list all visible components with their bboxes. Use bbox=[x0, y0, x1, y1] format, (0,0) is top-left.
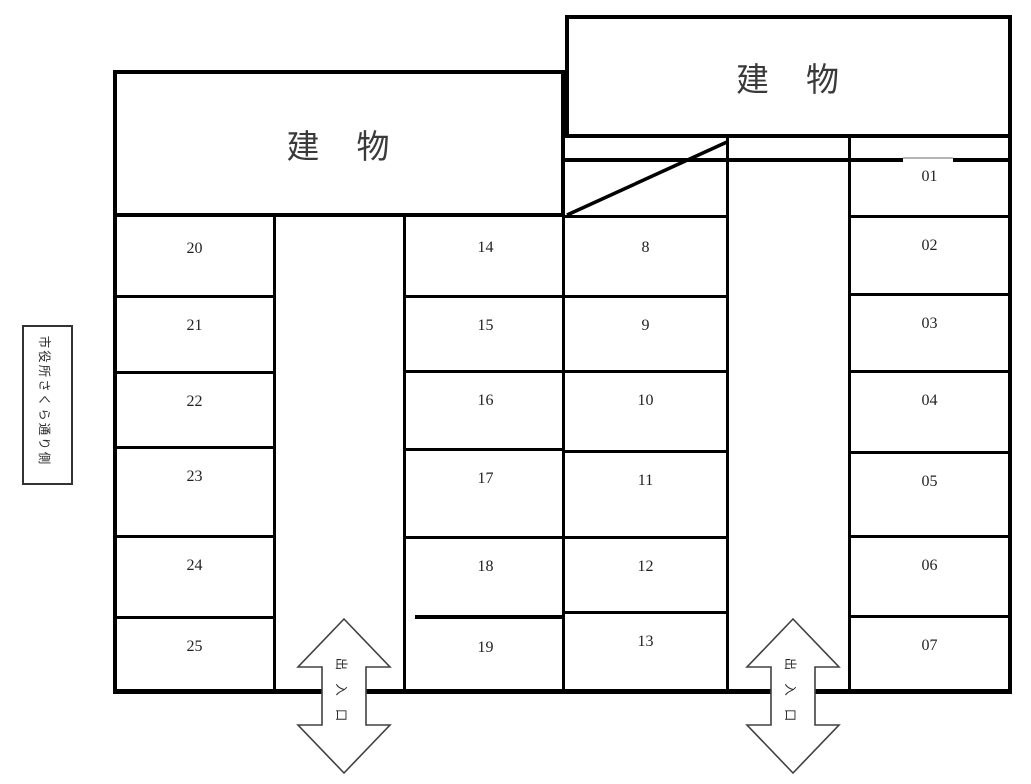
parking-space-24: 24 bbox=[186, 557, 203, 574]
parking-space-8: 8 bbox=[641, 239, 650, 256]
line bbox=[415, 615, 565, 619]
parking-space-11: 11 bbox=[637, 472, 654, 489]
street-side-label-box: 市役所さくら通り側 bbox=[22, 325, 73, 485]
line bbox=[953, 158, 1012, 162]
parking-space-02: 02 bbox=[921, 237, 938, 254]
line bbox=[113, 446, 276, 449]
line bbox=[848, 370, 1012, 373]
building-right: 建 物 bbox=[565, 15, 1012, 138]
parking-space-9: 9 bbox=[641, 317, 650, 334]
parking-space-15: 15 bbox=[477, 317, 494, 334]
parking-space-25: 25 bbox=[186, 638, 203, 655]
building-left: 建 物 bbox=[113, 70, 565, 217]
parking-space-13: 13 bbox=[637, 633, 654, 650]
line bbox=[565, 611, 729, 614]
parking-space-03: 03 bbox=[921, 315, 938, 332]
line bbox=[848, 615, 1012, 618]
parking-space-18: 18 bbox=[477, 558, 494, 575]
parking-space-16: 16 bbox=[477, 392, 494, 409]
building-right-label: 建 物 bbox=[736, 62, 841, 99]
line bbox=[113, 535, 276, 538]
line bbox=[565, 536, 729, 539]
diagonal-line bbox=[566, 140, 728, 217]
street-side-label: 市役所さくら通り側 bbox=[37, 335, 51, 467]
line bbox=[1008, 134, 1012, 694]
line bbox=[113, 616, 276, 619]
parking-space-19: 19 bbox=[477, 639, 494, 656]
line bbox=[403, 217, 406, 694]
line bbox=[403, 295, 565, 298]
entrance-label: 出入口 bbox=[334, 657, 348, 735]
parking-space-17: 17 bbox=[477, 470, 494, 487]
line bbox=[848, 535, 1012, 538]
line bbox=[113, 215, 117, 694]
building-left-label: 建 物 bbox=[286, 129, 392, 166]
line-gap bbox=[903, 157, 953, 159]
parking-space-05: 05 bbox=[921, 473, 938, 490]
parking-space-20: 20 bbox=[186, 240, 203, 257]
line bbox=[113, 295, 276, 298]
parking-space-23: 23 bbox=[186, 468, 203, 485]
line bbox=[565, 450, 729, 453]
line bbox=[848, 293, 1012, 296]
parking-space-06: 06 bbox=[921, 557, 938, 574]
line bbox=[273, 217, 276, 694]
entrance-label: 出入口 bbox=[783, 657, 797, 735]
parking-space-12: 12 bbox=[637, 558, 654, 575]
line bbox=[403, 370, 565, 373]
line bbox=[565, 158, 903, 162]
line bbox=[565, 295, 729, 298]
parking-space-04: 04 bbox=[921, 392, 938, 409]
parking-space-14: 14 bbox=[477, 239, 494, 256]
line bbox=[562, 217, 565, 694]
line bbox=[848, 451, 1012, 454]
parking-space-21: 21 bbox=[186, 317, 203, 334]
line bbox=[113, 689, 1012, 694]
line bbox=[848, 138, 851, 694]
line bbox=[403, 448, 565, 451]
line bbox=[113, 371, 276, 374]
parking-space-22: 22 bbox=[186, 393, 203, 410]
line bbox=[565, 370, 729, 373]
line bbox=[726, 136, 729, 694]
parking-space-01: 01 bbox=[921, 168, 938, 185]
parking-space-10: 10 bbox=[637, 392, 654, 409]
line bbox=[848, 215, 1012, 218]
line bbox=[403, 536, 565, 539]
parking-space-07: 07 bbox=[921, 637, 938, 654]
